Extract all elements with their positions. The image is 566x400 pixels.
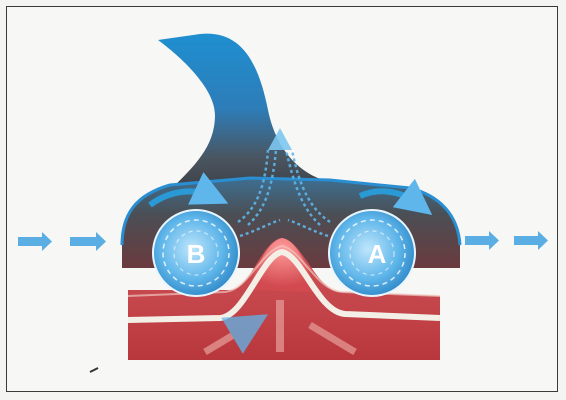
inflow-arrows [18, 232, 106, 251]
outflow-arrow-1-icon [465, 231, 499, 250]
vortex-a-label: A [368, 239, 387, 269]
vortex-b: B [153, 210, 239, 296]
outflow-arrows [465, 231, 548, 250]
vortex-a: A [329, 210, 415, 296]
inflow-arrow-1-icon [18, 232, 52, 251]
inflow-arrow-2-icon [70, 232, 106, 251]
vortex-b-label: B [187, 239, 206, 269]
outflow-arrow-2-icon [514, 231, 548, 250]
stray-mark [90, 368, 98, 372]
